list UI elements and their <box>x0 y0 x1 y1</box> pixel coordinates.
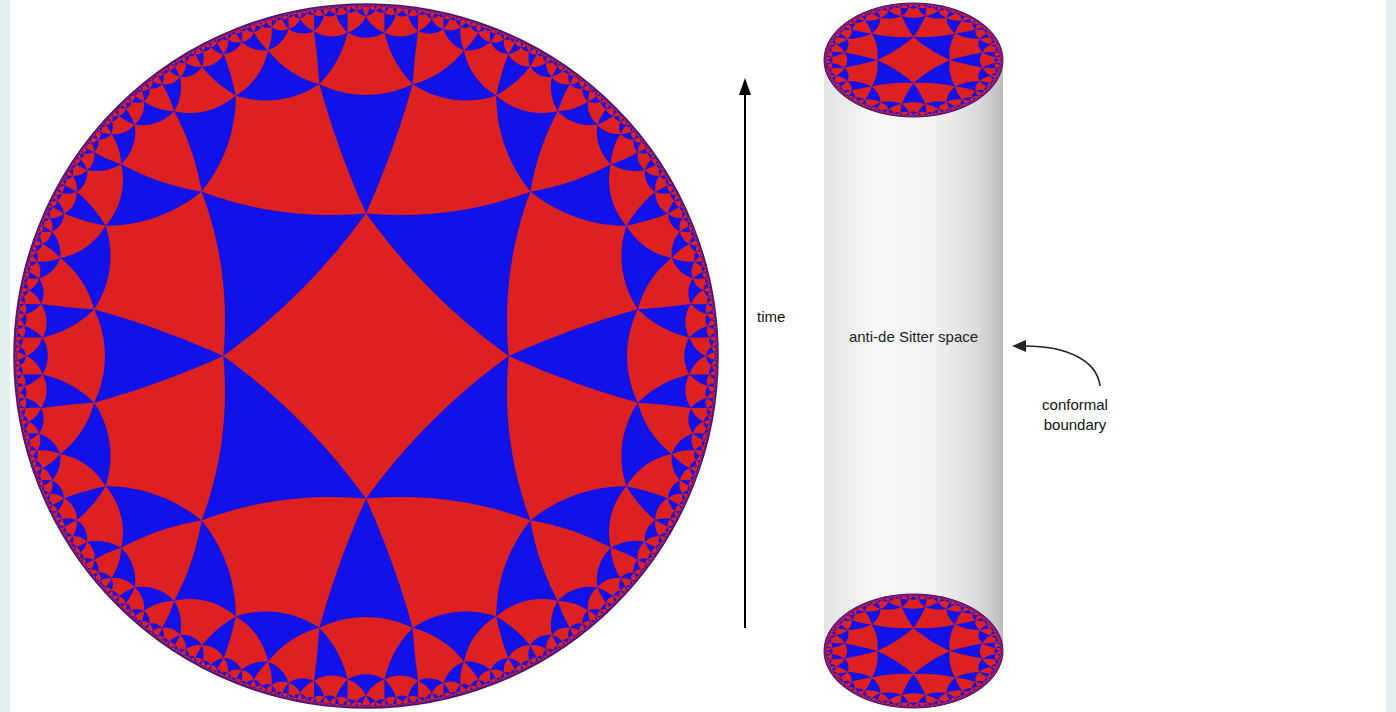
bottom-slice <box>824 594 1003 708</box>
top-slice <box>824 3 1003 117</box>
red-tiles <box>824 594 1003 708</box>
spacetime-cylinder: anti-de Sitter space <box>823 0 1004 712</box>
red-tiles <box>824 3 1003 117</box>
boundary-leader <box>1025 346 1100 386</box>
boundary-leader-head <box>1012 340 1026 352</box>
cylinder-outline <box>823 0 1004 712</box>
time-arrow-shaft <box>744 92 746 628</box>
poincare-disk <box>14 4 718 708</box>
white-ground <box>10 0 1386 712</box>
slice-ground <box>824 3 1003 117</box>
slice-rim <box>824 3 1003 117</box>
disk-rim <box>14 4 718 708</box>
axis-label: time <box>757 307 817 327</box>
cylinder-body <box>824 60 1003 708</box>
slice-ground <box>824 594 1003 708</box>
node-text-block: anti-de Sitter space <box>823 327 1004 346</box>
red-tiles <box>14 4 718 708</box>
callout-label: conformal boundary <box>1029 395 1121 435</box>
disk-ground <box>14 4 718 708</box>
region-label: anti-de Sitter space <box>823 327 1004 346</box>
slice-rim <box>824 594 1003 708</box>
time-arrow-head <box>739 78 751 95</box>
